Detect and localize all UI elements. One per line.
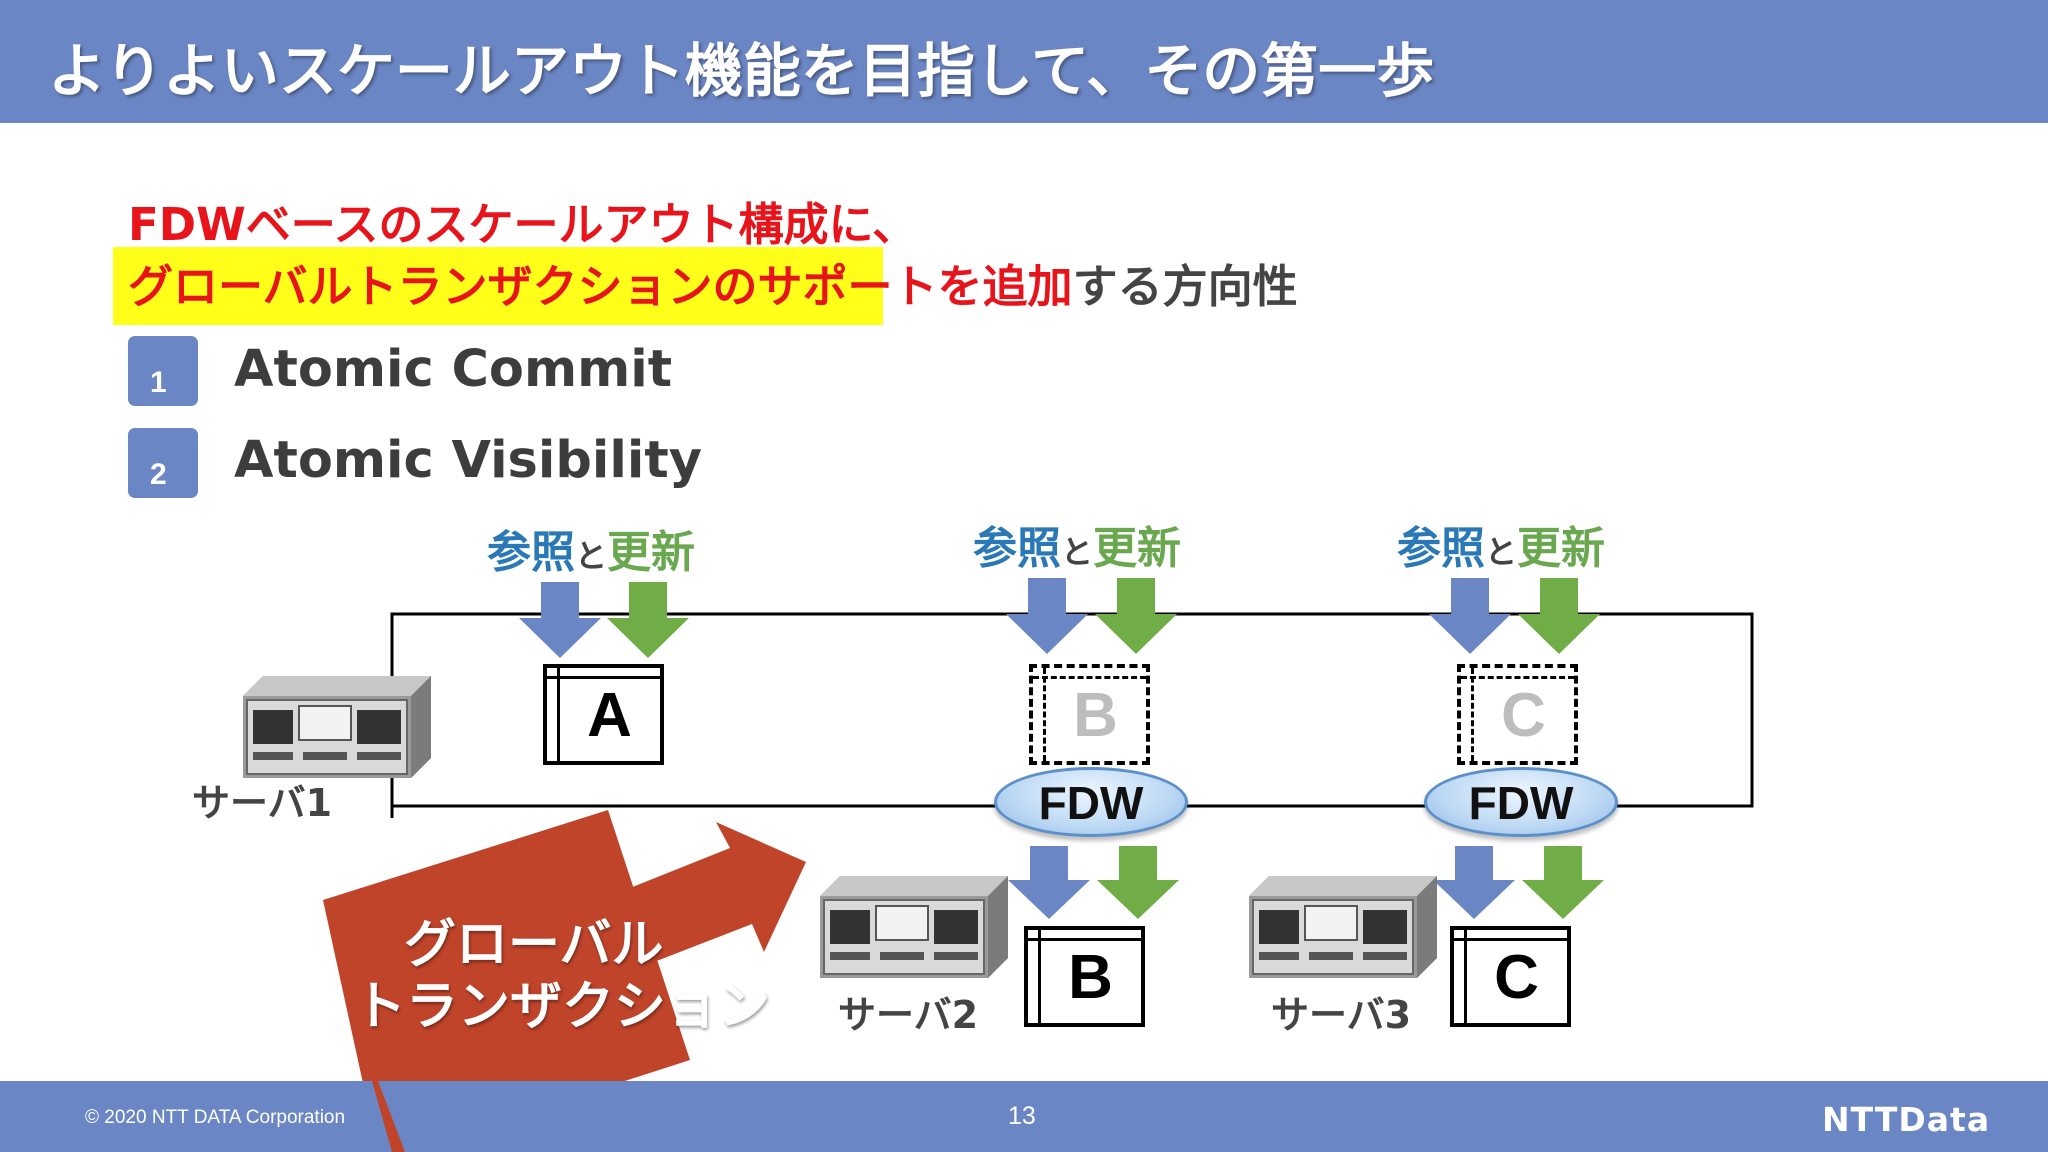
slide-title: よりよいスケールアウト機能を目指して、その第一歩 bbox=[48, 37, 1435, 105]
headline-line2-rest: する方向性 bbox=[1072, 260, 1298, 313]
table-b: B bbox=[1024, 926, 1145, 1027]
table-c-label: C bbox=[1494, 943, 1539, 1012]
copyright-text: © 2020 NTT DATA Corporation bbox=[85, 1107, 346, 1128]
server-label-2: サーバ2 bbox=[838, 993, 979, 1037]
server-icon-2 bbox=[820, 876, 1008, 978]
read-arrow-b-bottom bbox=[1008, 846, 1090, 919]
headline-line2-emphasis: グローバルトランザクションのサポートを追加 bbox=[128, 260, 1073, 313]
read-arrow-c-top bbox=[1429, 578, 1511, 654]
global-transaction-line2: トランザクション bbox=[354, 977, 771, 1037]
table-c-remote-label: C bbox=[1501, 681, 1546, 750]
server-icon-3 bbox=[1249, 876, 1437, 978]
operations-label-a: 参照と更新 bbox=[487, 527, 696, 578]
fdw-node-c: FDW bbox=[1424, 767, 1618, 837]
item-number-badge-2: 2 bbox=[128, 428, 198, 498]
global-transaction-callout bbox=[323, 810, 806, 1152]
table-b-label: B bbox=[1068, 943, 1113, 1012]
write-arrow-b-top bbox=[1095, 578, 1177, 654]
fdw-node-b: FDW bbox=[994, 767, 1188, 837]
read-arrow-b-top bbox=[1006, 578, 1088, 654]
table-b-remote-label: B bbox=[1073, 681, 1118, 750]
table-a-label: A bbox=[587, 681, 632, 750]
operations-label-c: 参照と更新 bbox=[1397, 523, 1606, 574]
server-icon-1 bbox=[243, 676, 431, 778]
headline-line2: グローバルトランザクションのサポートを追加する方向性 bbox=[128, 250, 1298, 315]
item-label-atomic-commit: Atomic Commit bbox=[234, 340, 673, 399]
item-label-atomic-visibility: Atomic Visibility bbox=[234, 431, 702, 490]
ntt-data-logo: NTTData bbox=[1822, 1100, 1991, 1139]
page-number: 13 bbox=[1008, 1102, 1036, 1130]
write-arrow-a bbox=[607, 582, 689, 658]
write-arrow-b-bottom bbox=[1097, 846, 1179, 919]
headline-line1: FDWベースのスケールアウト構成に、 bbox=[128, 198, 918, 251]
table-c-remote: C bbox=[1457, 664, 1578, 765]
item-number-badge-1: 1 bbox=[128, 336, 198, 406]
server-label-1: サーバ1 bbox=[192, 781, 333, 825]
title-bar: よりよいスケールアウト機能を目指して、その第一歩 bbox=[0, 0, 2048, 123]
read-arrow-c-bottom bbox=[1433, 846, 1515, 919]
global-transaction-line1: グローバル bbox=[404, 915, 664, 975]
table-c: C bbox=[1450, 926, 1571, 1027]
write-arrow-c-bottom bbox=[1522, 846, 1604, 919]
read-arrow-a bbox=[519, 582, 601, 658]
operations-label-b: 参照と更新 bbox=[973, 523, 1182, 574]
footer-bar bbox=[0, 1081, 2048, 1152]
write-arrow-c-top bbox=[1518, 578, 1600, 654]
table-a: A bbox=[543, 664, 664, 765]
text-highlight bbox=[113, 247, 883, 325]
server-label-3: サーバ3 bbox=[1271, 993, 1412, 1037]
table-b-remote: B bbox=[1029, 664, 1150, 765]
